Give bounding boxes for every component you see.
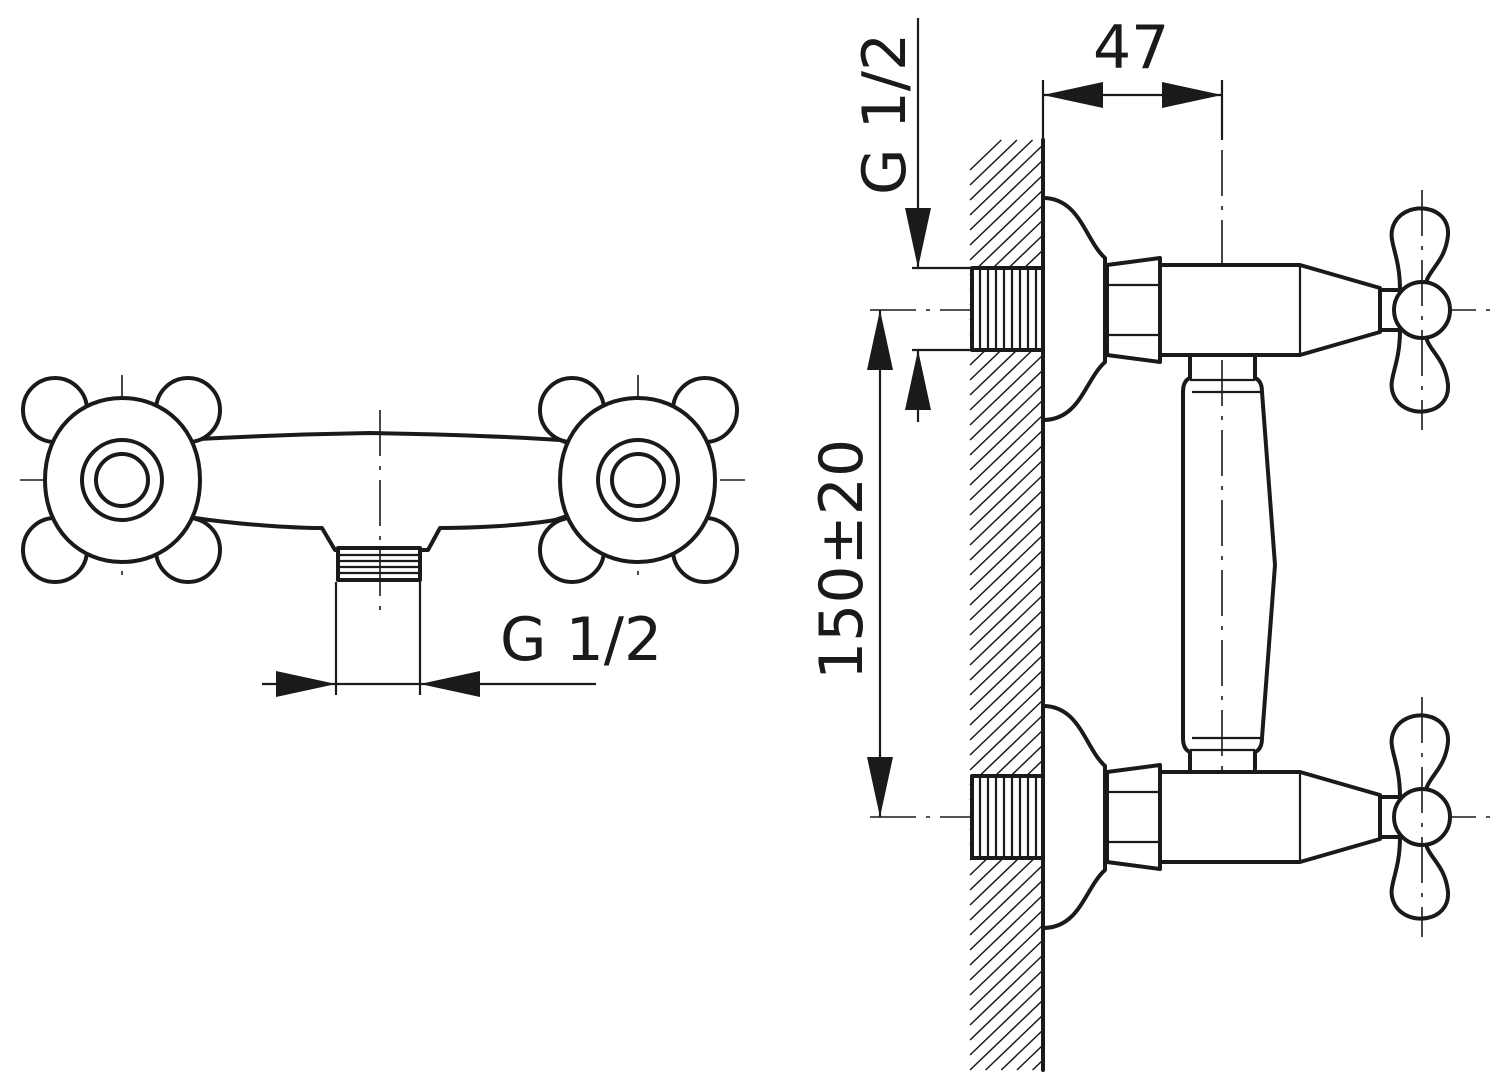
- hatch-line: [969, 999, 1044, 1071]
- hatch-line: [969, 399, 1044, 471]
- mixer-body-side: [1181, 353, 1277, 774]
- hatch-line: [969, 204, 1044, 276]
- hatch-line: [969, 879, 1044, 951]
- hatch-line: [969, 369, 1044, 441]
- outlet-thread-front: [336, 546, 422, 582]
- hatch-line: [1000, 1029, 1044, 1071]
- hatch-line: [1016, 1044, 1044, 1071]
- hatch-line: [969, 459, 1044, 531]
- side-thread-label: G 1/2: [850, 33, 920, 195]
- hatch-line: [969, 474, 1044, 546]
- front-view: G 1/2: [20, 375, 745, 697]
- hatch-line: [969, 489, 1044, 561]
- hatch-line: [969, 384, 1044, 456]
- top-inlet-assembly: [970, 190, 1452, 430]
- hatch-line: [969, 139, 1034, 201]
- hatch-line: [969, 139, 1002, 171]
- right-cross-handle: [538, 375, 739, 584]
- hatch-line: [969, 609, 1044, 681]
- hatch-line: [969, 639, 1044, 711]
- hatch-line: [969, 864, 1044, 936]
- hatch-line: [969, 159, 1044, 231]
- hatch-line: [969, 909, 1044, 981]
- side-view: 47 G 1/2 150±20: [807, 13, 1500, 1072]
- hatch-line: [969, 354, 1044, 426]
- hatch-line: [969, 684, 1044, 756]
- hatch-line: [969, 549, 1044, 621]
- hatch-line: [969, 669, 1044, 741]
- hatch-line: [969, 939, 1044, 1011]
- hatch-line: [969, 534, 1044, 606]
- hatch-line: [969, 519, 1044, 591]
- hatch-line: [969, 144, 1044, 216]
- spacing-label: 150±20: [807, 439, 877, 680]
- hatch-line: [985, 1014, 1044, 1071]
- hatch-line: [1032, 1059, 1044, 1071]
- hatch-line: [969, 924, 1044, 996]
- hatch-line: [969, 654, 1044, 726]
- hatch-line: [969, 429, 1044, 501]
- hatch-line: [969, 189, 1044, 261]
- hatch-line: [969, 174, 1044, 246]
- hatch-line: [969, 894, 1044, 966]
- hatch-line: [969, 714, 1044, 786]
- bottom-inlet-assembly: [970, 697, 1452, 937]
- hatch-line: [969, 624, 1044, 696]
- left-cross-handle: [21, 375, 222, 584]
- hatch-line: [969, 984, 1044, 1056]
- front-thread-label: G 1/2: [500, 605, 662, 675]
- hatch-line: [969, 139, 1018, 186]
- hatch-line: [969, 579, 1044, 651]
- hatch-line: [969, 444, 1044, 516]
- hatch-line: [969, 414, 1044, 486]
- hatch-line: [969, 564, 1044, 636]
- hatch-line: [969, 849, 1044, 921]
- hatch-line: [969, 699, 1044, 771]
- hatch-line: [969, 504, 1044, 576]
- depth-label: 47: [1093, 13, 1169, 83]
- hatch-line: [969, 594, 1044, 666]
- hatch-line: [969, 954, 1044, 1026]
- hatch-line: [969, 969, 1044, 1041]
